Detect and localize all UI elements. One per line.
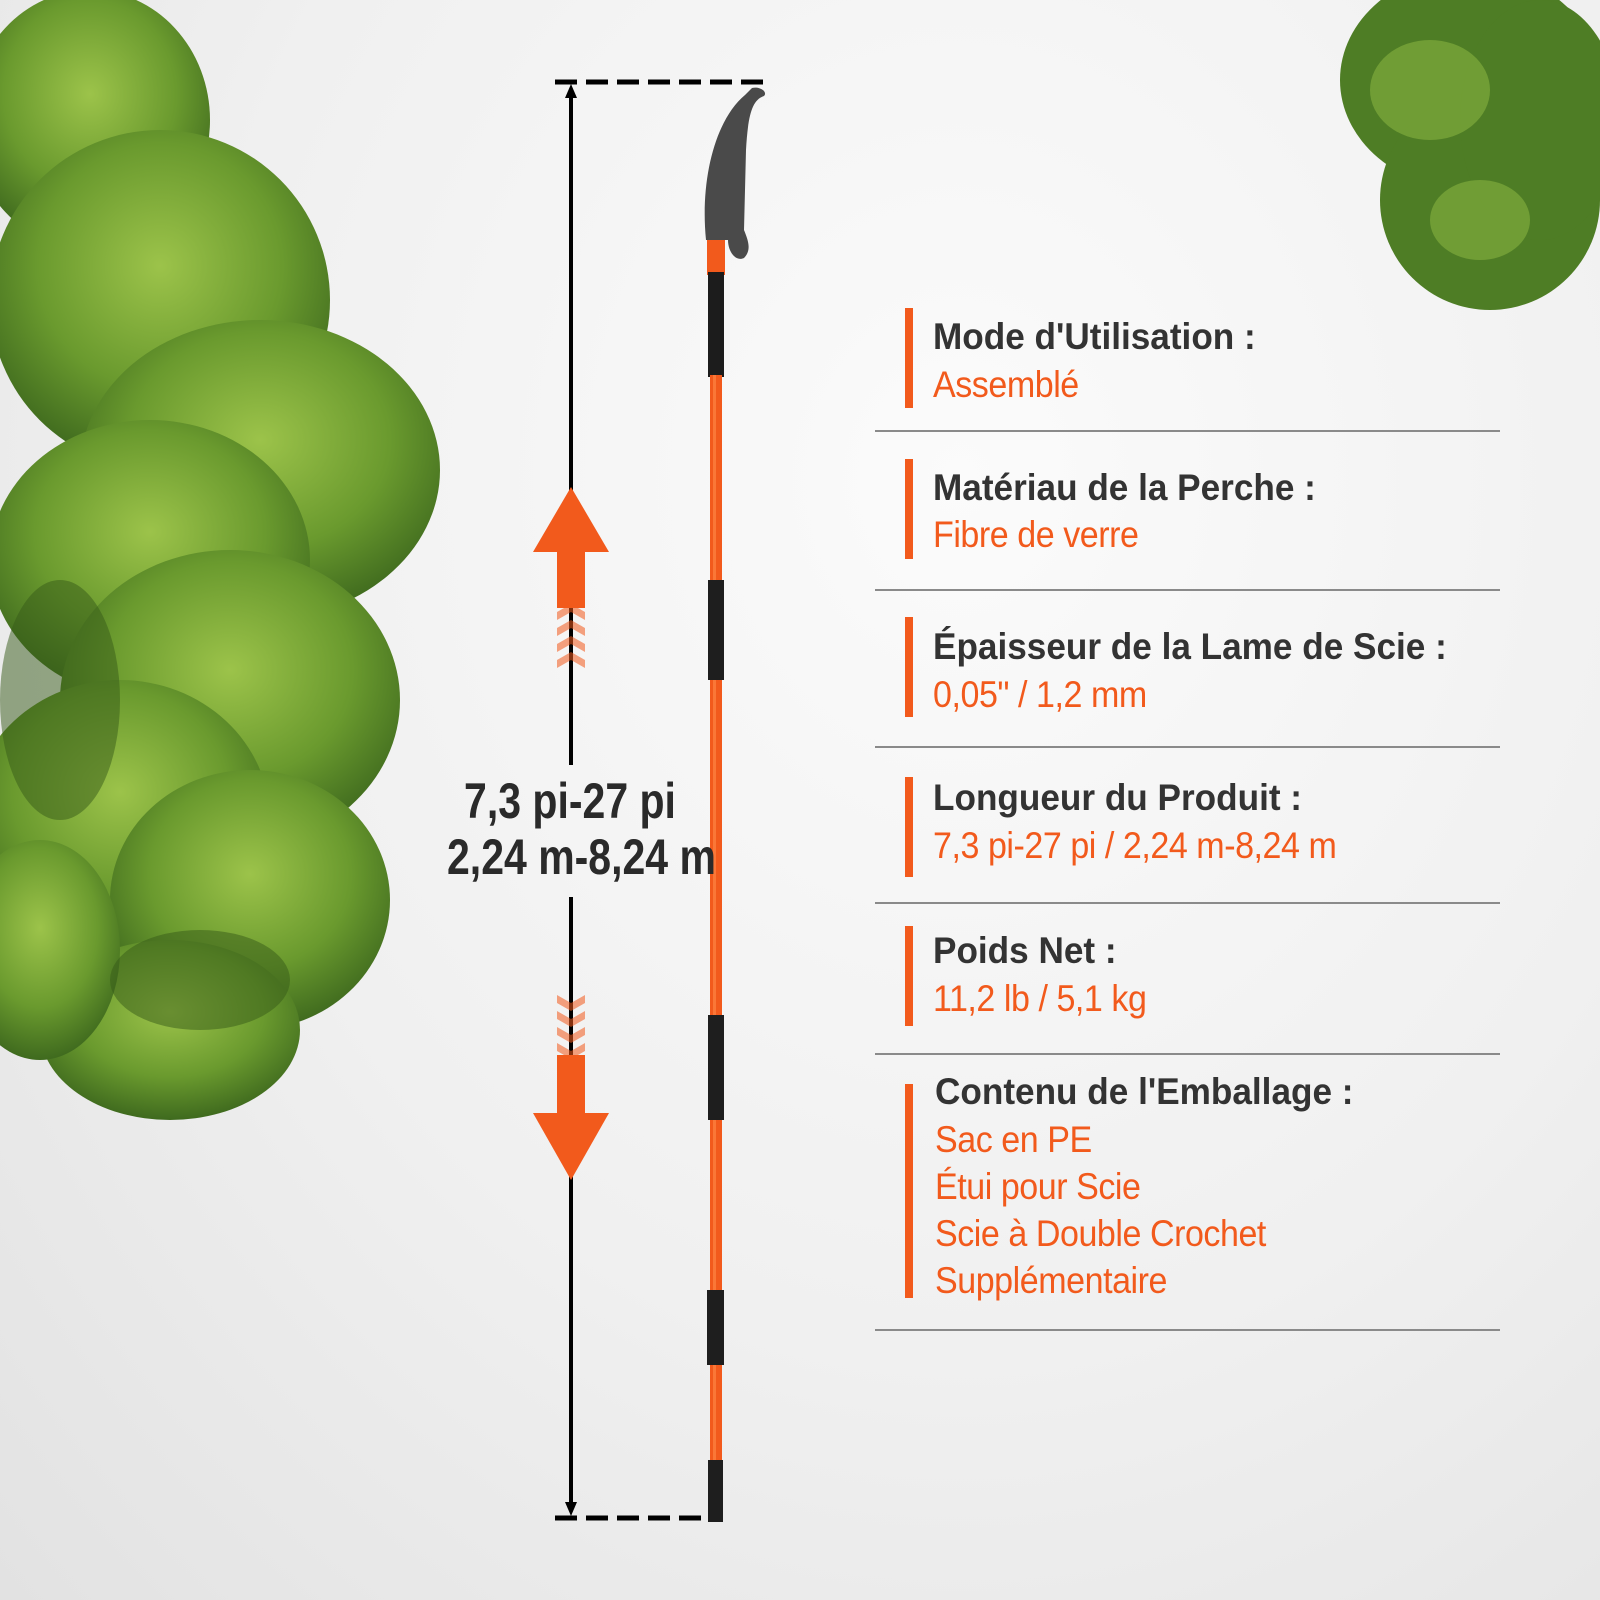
accent-bar <box>905 777 913 877</box>
dimension-imperial-label: 7,3 pi-27 pi <box>464 773 676 829</box>
divider <box>875 902 1500 904</box>
spec-value: Sac en PE <box>935 1119 1092 1160</box>
spec-value: Assemblé <box>933 364 1079 405</box>
spec-value: 11,2 lb / 5,1 kg <box>933 978 1147 1019</box>
spec-value: 7,3 pi-27 pi / 2,24 m-8,24 m <box>933 825 1337 866</box>
dimension-graphic <box>533 79 766 1522</box>
divider <box>875 1053 1500 1055</box>
accent-bar <box>905 1084 913 1298</box>
orange-down-arrow-icon <box>533 995 609 1180</box>
spec-value: Étui pour Scie <box>935 1166 1141 1207</box>
dimension-metric-label: 2,24 m-8,24 m <box>447 829 716 885</box>
arrowhead-up-icon <box>565 84 577 98</box>
spec-value: Supplémentaire <box>935 1260 1167 1301</box>
spec-title: Mode d'Utilisation : <box>933 316 1256 357</box>
divider <box>875 430 1500 432</box>
divider <box>875 589 1500 591</box>
orange-up-arrow-icon <box>533 487 609 668</box>
divider <box>875 1329 1500 1331</box>
arrowhead-down-icon <box>565 1502 577 1516</box>
accent-bar <box>905 459 913 559</box>
spec-value: Scie à Double Crochet <box>935 1213 1266 1254</box>
spec-title: Longueur du Produit : <box>933 777 1303 818</box>
pole-saw-image <box>704 87 766 1522</box>
spec-value: Fibre de verre <box>933 514 1139 555</box>
accent-bar <box>905 926 913 1026</box>
tree-right-image <box>1340 0 1600 310</box>
spec-value: 0,05" / 1,2 mm <box>933 674 1147 715</box>
accent-bar <box>905 617 913 717</box>
tree-left-image <box>0 0 440 1120</box>
spec-title: Poids Net : <box>933 930 1117 971</box>
spec-title: Épaisseur de la Lame de Scie : <box>933 626 1447 667</box>
divider <box>875 746 1500 748</box>
spec-title: Contenu de l'Emballage : <box>935 1071 1354 1112</box>
accent-bar <box>905 308 913 408</box>
spec-title: Matériau de la Perche : <box>933 467 1316 508</box>
